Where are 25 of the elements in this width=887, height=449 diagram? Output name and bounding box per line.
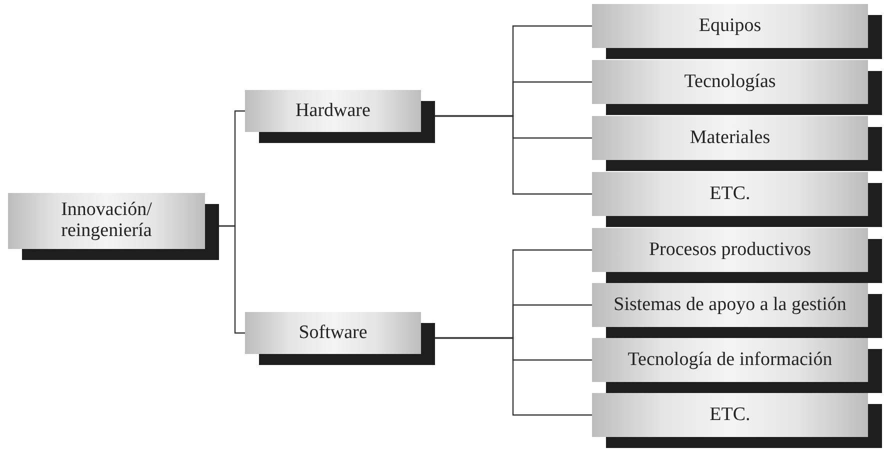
shadowed-box	[592, 60, 868, 104]
shadowed-box	[592, 338, 868, 382]
node-label: Tecnologías	[684, 72, 776, 92]
node-label: Hardware	[296, 100, 370, 122]
node-label: Software	[298, 322, 368, 344]
shadowed-box	[592, 4, 868, 48]
shadowed-box	[245, 312, 421, 354]
connector-line	[219, 225, 245, 334]
shadowed-box	[8, 193, 205, 249]
connector-line	[435, 115, 592, 195]
shadowed-box	[592, 116, 868, 160]
node-label: Materiales	[690, 128, 770, 148]
node-label: ETC.	[710, 404, 750, 426]
shadowed-box	[592, 393, 868, 437]
shadowed-box	[592, 172, 868, 216]
node-label: Procesos productivos	[648, 240, 811, 260]
connector-line	[435, 337, 592, 416]
node-label: Innovación/ reingeniería	[60, 200, 153, 242]
node-label: Sistemas de apoyo a la gestión	[614, 294, 846, 316]
node-label: Equipos	[698, 16, 762, 36]
node-label: Tecnología de información	[628, 350, 832, 370]
node-label: ETC.	[710, 184, 750, 204]
shadowed-box	[592, 228, 868, 272]
shadowed-box	[592, 283, 868, 327]
shadowed-box	[245, 90, 421, 132]
